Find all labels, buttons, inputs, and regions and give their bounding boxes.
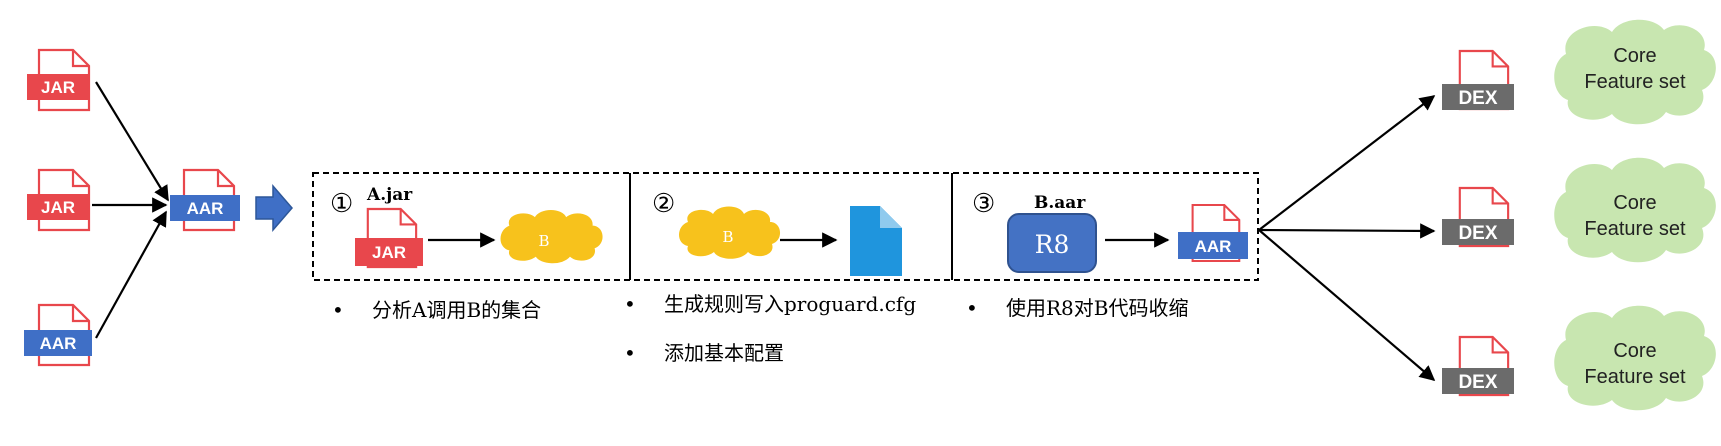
bullet-icon: • — [624, 292, 636, 316]
cloud-label: B — [538, 232, 549, 250]
step3-file-caption: B.aar — [1034, 193, 1086, 213]
file-badge — [27, 194, 90, 220]
file-badge — [1442, 84, 1514, 110]
step2-note-text-1: 生成规则写入proguard.cfg — [664, 292, 917, 316]
file-badge-label: JAR — [41, 198, 75, 217]
step1-cloud-icon: B — [500, 210, 603, 264]
block-arrow-icon — [255, 183, 293, 233]
step1-file-caption: A.jar — [366, 185, 413, 205]
file-badge-label: AAR — [187, 199, 224, 218]
merged-aar-icon: AAR — [170, 168, 240, 232]
file-badge — [355, 238, 423, 266]
step1-jar-icon: JAR — [355, 207, 423, 269]
arrow-to-dex-3 — [1258, 229, 1436, 382]
file-badge — [27, 74, 90, 100]
step2-note-2: • 添加基本配置 — [624, 337, 784, 366]
step2-cloud-icon: B — [679, 206, 781, 259]
dex-label: DEX — [1458, 372, 1497, 393]
cloud-label: B — [722, 228, 733, 246]
arrow-to-dex-1 — [1258, 95, 1436, 231]
step-number-2: ② — [652, 189, 675, 219]
file-badge — [1442, 219, 1514, 245]
file-badge — [1178, 232, 1248, 259]
step-number-1: ① — [330, 189, 353, 219]
step1-note-text: 分析A调用B的集合 — [372, 298, 542, 322]
arrow-to-dex-2 — [1258, 223, 1436, 239]
process-box — [312, 172, 1259, 281]
file-badge — [24, 330, 92, 356]
file-badge-label: AAR — [40, 334, 77, 353]
feature-cloud-line1: Core — [1613, 340, 1656, 362]
step2-note-1: • 生成规则写入proguard.cfg — [624, 288, 916, 317]
file-badge-label: JAR — [41, 78, 75, 97]
feature-cloud-2: Core Feature set — [1554, 157, 1716, 263]
feature-cloud-line2: Feature set — [1584, 71, 1686, 93]
step3-note-text: 使用R8对B代码收缩 — [1006, 296, 1189, 320]
dex-label: DEX — [1458, 223, 1497, 244]
file-badge — [170, 195, 240, 221]
r8-label: R8 — [1035, 230, 1070, 259]
step3-aar-icon: AAR — [1178, 203, 1248, 263]
input-aar-icon: AAR — [24, 303, 92, 367]
step2-note-text-2: 添加基本配置 — [664, 341, 784, 365]
file-badge — [1442, 368, 1514, 394]
bullet-icon: • — [624, 341, 636, 365]
r8-tool-box: R8 — [1007, 213, 1097, 273]
dex-label: DEX — [1458, 88, 1497, 109]
feature-cloud-line2: Feature set — [1584, 366, 1686, 388]
bullet-icon: • — [332, 298, 344, 322]
input-jar-icon-1: JAR — [27, 48, 91, 112]
feature-cloud-line1: Core — [1613, 192, 1656, 214]
step-number-3: ③ — [972, 189, 995, 219]
dex-icon-2: DEX — [1442, 186, 1514, 248]
file-badge-label: AAR — [1195, 237, 1232, 256]
config-file-icon — [850, 206, 902, 276]
feature-cloud-line1: Core — [1613, 45, 1656, 67]
feature-cloud-line2: Feature set — [1584, 218, 1686, 240]
feature-cloud-1: Core Feature set — [1554, 19, 1716, 125]
step1-note: • 分析A调用B的集合 — [332, 294, 541, 323]
dex-icon-1: DEX — [1442, 49, 1514, 111]
arrow-aar-to-aar — [95, 210, 167, 339]
step3-note: • 使用R8对B代码收缩 — [966, 292, 1188, 321]
bullet-icon: • — [966, 296, 978, 320]
input-jar-icon-2: JAR — [27, 168, 91, 232]
file-badge-label: JAR — [372, 243, 406, 262]
dex-icon-3: DEX — [1442, 335, 1514, 397]
arrow-jar1-to-aar — [95, 81, 169, 202]
feature-cloud-3: Core Feature set — [1554, 305, 1716, 411]
